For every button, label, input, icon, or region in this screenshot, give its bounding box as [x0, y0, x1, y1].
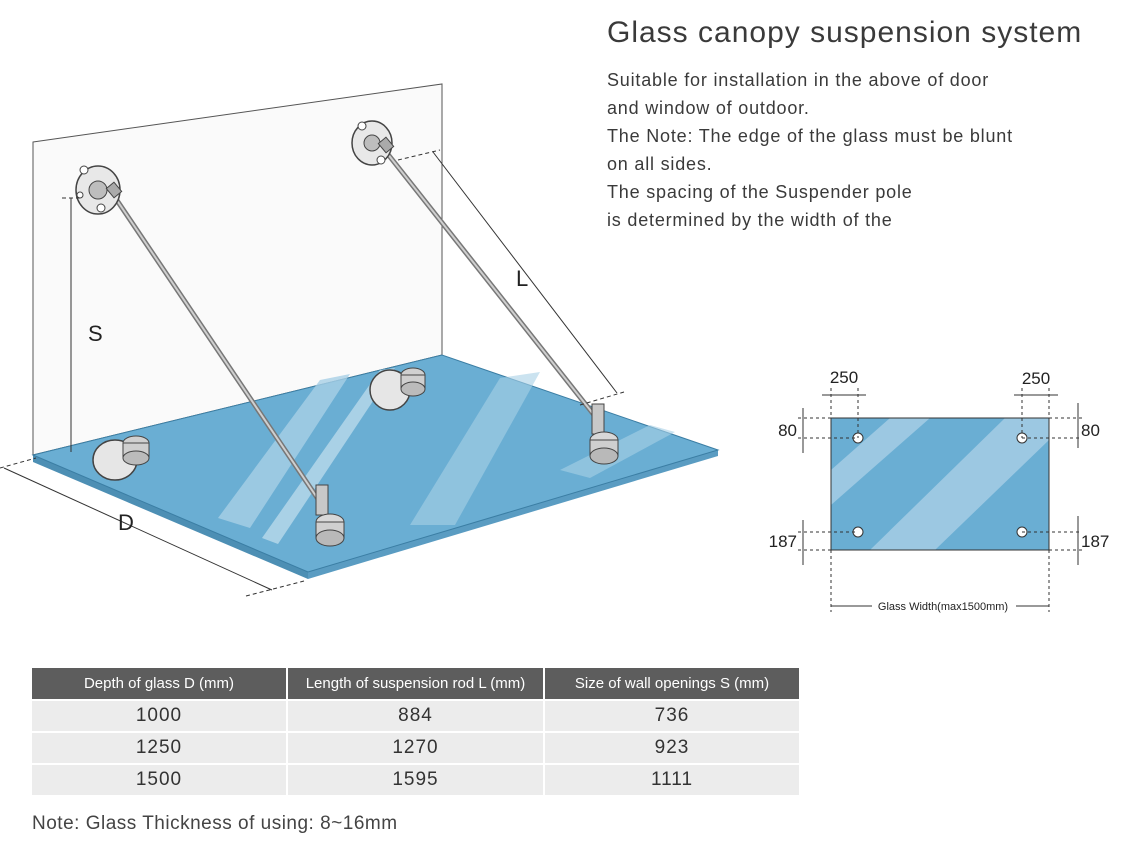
header-rod-length: Length of suspension rod L (mm) — [287, 668, 545, 700]
glass-clamp-front-right — [589, 403, 619, 465]
offset-right-bottom: 187 — [1081, 532, 1109, 551]
offset-right-top: 80 — [1081, 421, 1100, 440]
description-line: and window of outdoor. — [607, 98, 810, 118]
table-cell: 1000 — [32, 699, 288, 732]
plan-view: 250 250 80 187 80 187 Glass Width(max150… — [769, 368, 1110, 613]
glass-clamp-front-left — [315, 484, 345, 547]
dimension-d: D — [0, 457, 305, 597]
description-line: on all sides. — [607, 154, 713, 174]
page-title: Glass canopy suspension system — [607, 16, 1083, 49]
glass-width-label: Glass Width(max1500mm) — [878, 601, 1008, 613]
glass-clamp-back-left — [92, 435, 150, 481]
table-cell: 1500 — [32, 763, 288, 795]
glass-clamp-back-right — [369, 367, 426, 411]
table-row: 1250 1270 923 — [32, 731, 799, 764]
description-line: Suitable for installation in the above o… — [607, 70, 990, 90]
label-d: D — [118, 510, 134, 535]
description-line: The spacing of the Suspender pole — [607, 182, 913, 202]
table-cell: 1111 — [544, 763, 799, 795]
offset-left-bottom: 187 — [769, 532, 797, 551]
canopy-diagram: S L D 250 250 80 — [0, 83, 1110, 613]
table-cell: 1250 — [32, 731, 288, 764]
table-cell: 736 — [544, 699, 799, 732]
wall-bracket-right — [351, 120, 395, 166]
table-header-row: Depth of glass D (mm) Length of suspensi… — [32, 668, 799, 700]
header-depth: Depth of glass D (mm) — [32, 668, 288, 700]
header-wall-openings: Size of wall openings S (mm) — [544, 668, 799, 700]
description: Suitable for installation in the above o… — [607, 66, 1013, 234]
dimension-l: L — [397, 149, 625, 406]
table-cell: 884 — [287, 699, 545, 732]
description-line: The Note: The edge of the glass must be … — [607, 126, 1013, 146]
table-cell: 1595 — [287, 763, 545, 795]
offset-top-left: 250 — [830, 368, 858, 387]
label-l: L — [516, 266, 528, 291]
suspension-rods — [107, 146, 600, 507]
table-cell: 923 — [544, 731, 799, 764]
table-row: 1500 1595 1111 — [32, 763, 799, 795]
wall-bracket-left — [75, 165, 123, 215]
description-line: is determined by the width of the — [607, 210, 893, 230]
dimension-s: S — [62, 197, 103, 452]
table-row: 1000 884 736 — [32, 699, 799, 732]
offset-left-top: 80 — [778, 421, 797, 440]
table-cell: 1270 — [287, 731, 545, 764]
thickness-note: Note: Glass Thickness of using: 8~16mm — [32, 813, 398, 834]
offset-top-right: 250 — [1022, 369, 1050, 388]
label-s: S — [88, 321, 103, 346]
specs-table: Depth of glass D (mm) Length of suspensi… — [32, 668, 799, 795]
